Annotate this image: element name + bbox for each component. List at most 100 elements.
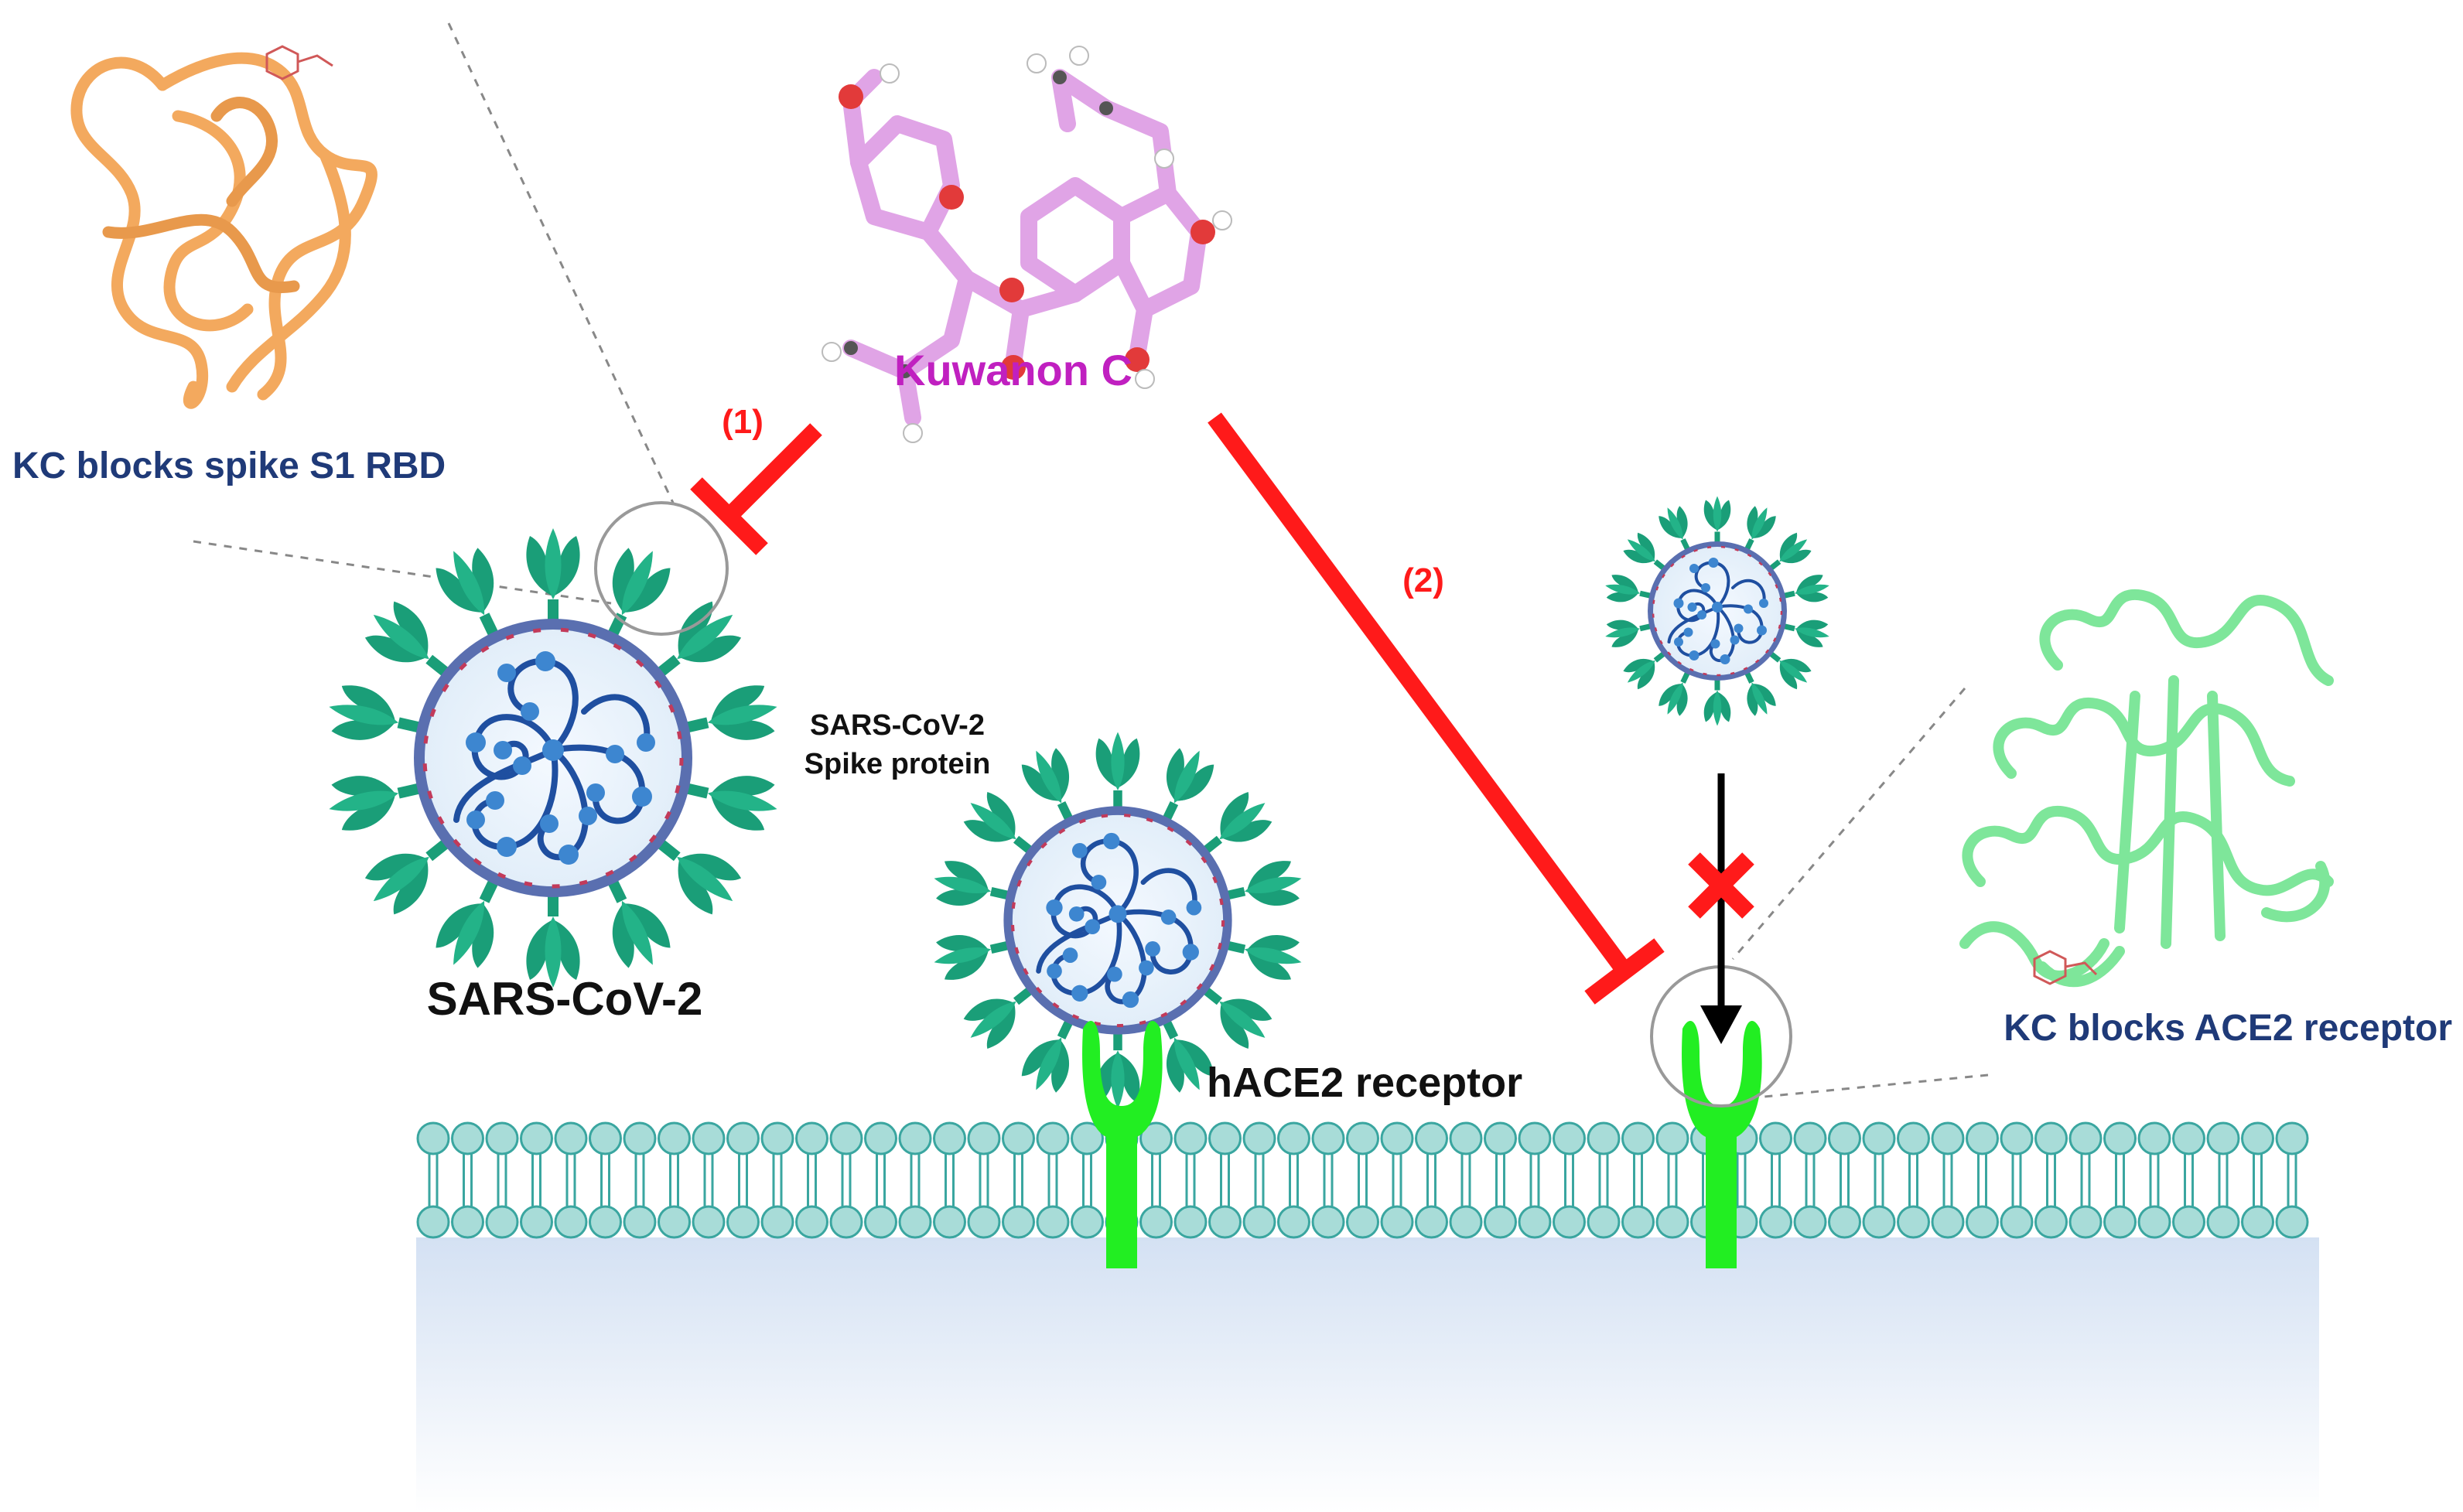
virus-name: SARS-CoV-2 [427, 973, 703, 1025]
lipid-head [1380, 1205, 1414, 1239]
zoom-guides [193, 22, 1989, 1100]
lipid-head [1242, 1205, 1276, 1239]
lipid-head [829, 1205, 863, 1239]
lipid-head [1071, 1121, 1104, 1155]
lipid-head [726, 1121, 760, 1155]
lipid-head [1484, 1205, 1517, 1239]
lipid-head [1655, 1121, 1689, 1155]
lipid-head [1277, 1205, 1310, 1239]
lipid-head [1139, 1205, 1173, 1239]
lipid-head [2034, 1121, 2068, 1155]
lipid-head [2172, 1205, 2205, 1239]
lipid-head [2275, 1121, 2309, 1155]
lipid-head [658, 1121, 691, 1155]
lipid-head [692, 1121, 726, 1155]
mechanism-2-label: (2) [1402, 561, 1444, 599]
lipid-head [692, 1205, 726, 1239]
lipid-head [2241, 1121, 2274, 1155]
compound-name: Kuwanon C [894, 346, 1132, 394]
lipid-head [1759, 1121, 1792, 1155]
lipid-head [1553, 1121, 1586, 1155]
lipid-head [1793, 1121, 1827, 1155]
lipid-head [2103, 1121, 2137, 1155]
lipid-head [451, 1205, 484, 1239]
lipid-head [1449, 1121, 1483, 1155]
lipid-head [829, 1121, 863, 1155]
lipid-head [2241, 1205, 2274, 1239]
molecule-atoms [822, 46, 1232, 443]
lipid-head [1002, 1121, 1035, 1155]
lipid-head [1173, 1121, 1208, 1155]
lipid-head [1518, 1205, 1552, 1239]
lipid-head [1518, 1121, 1552, 1155]
zoom-circle-spike [594, 501, 729, 636]
lipid-head [864, 1205, 897, 1239]
lipid-head [1759, 1205, 1792, 1239]
lipid-head [967, 1205, 1001, 1239]
lipid-head [2068, 1205, 2103, 1239]
lipid-head [2000, 1121, 2034, 1155]
lipid-head [760, 1121, 794, 1155]
lipid-head [1415, 1121, 1448, 1155]
lipid-head [2275, 1205, 2309, 1239]
lipid-head [1036, 1205, 1070, 1239]
receptor-name: hACE2 receptor [1207, 1060, 1522, 1106]
lipid-head [554, 1205, 588, 1239]
lipid-head [864, 1121, 897, 1155]
lipid-head [1242, 1121, 1276, 1155]
hace2-receptor-left [1082, 1021, 1163, 1268]
lipid-head [1655, 1205, 1689, 1239]
lipid-head [623, 1205, 657, 1239]
bound-virion [929, 732, 1307, 1109]
lipid-head [1311, 1121, 1345, 1155]
lipid-head [2137, 1205, 2171, 1239]
red-x-icon [1688, 852, 1754, 919]
lipid-head [1173, 1205, 1208, 1239]
rbd-caption: KC blocks spike S1 RBD [12, 445, 446, 486]
hace2-receptor-right [1682, 1021, 1762, 1268]
cytoplasm-region [416, 1237, 2319, 1512]
lipid-head [967, 1121, 1001, 1155]
lipid-head [1966, 1121, 1999, 1155]
lipid-head [1346, 1205, 1379, 1239]
lipid-head [554, 1121, 588, 1155]
lipid-head [416, 1205, 450, 1239]
lipid-head [795, 1121, 828, 1155]
lipid-head [589, 1205, 622, 1239]
bound-ligand-ace2 [2033, 950, 2098, 985]
spike-label-line1: SARS-CoV-2 [810, 709, 985, 742]
lipid-head [658, 1205, 691, 1239]
lipid-head [520, 1205, 553, 1239]
lipid-head [1897, 1205, 1930, 1239]
lipid-head [1277, 1121, 1310, 1155]
lipid-head [2172, 1121, 2205, 1155]
lipid-head [898, 1121, 932, 1155]
ace2-caption: KC blocks ACE2 receptor [2004, 1008, 2452, 1049]
lipid-head [1931, 1121, 1965, 1155]
lipid-head [589, 1121, 622, 1155]
sars-cov-2-virion [323, 528, 784, 988]
lipid-head [1862, 1121, 1896, 1155]
lipid-head [1931, 1205, 1965, 1239]
lipid-head [898, 1205, 932, 1239]
lipid-head [1621, 1121, 1655, 1155]
lipid-head [1897, 1121, 1930, 1155]
lipid-head [1966, 1205, 1999, 1239]
lipid-head [1828, 1121, 1861, 1155]
lipid-head [2206, 1205, 2240, 1239]
ace2-structure [1959, 589, 2334, 988]
lipid-head [933, 1205, 966, 1239]
lipid-head [1862, 1205, 1896, 1239]
lipid-head [1587, 1205, 1621, 1239]
lipid-head [2068, 1121, 2103, 1155]
lipid-head [2137, 1121, 2171, 1155]
lipid-head [485, 1121, 519, 1155]
lipid-head [1449, 1205, 1483, 1239]
spike-label-line2: Spike protein [804, 748, 991, 780]
cell-membrane [416, 1121, 2309, 1239]
lipid-head [1621, 1205, 1655, 1239]
lipid-head [2000, 1205, 2034, 1239]
lipid-head [1553, 1205, 1586, 1239]
inhibition-arrow-2 [1208, 412, 1665, 1005]
